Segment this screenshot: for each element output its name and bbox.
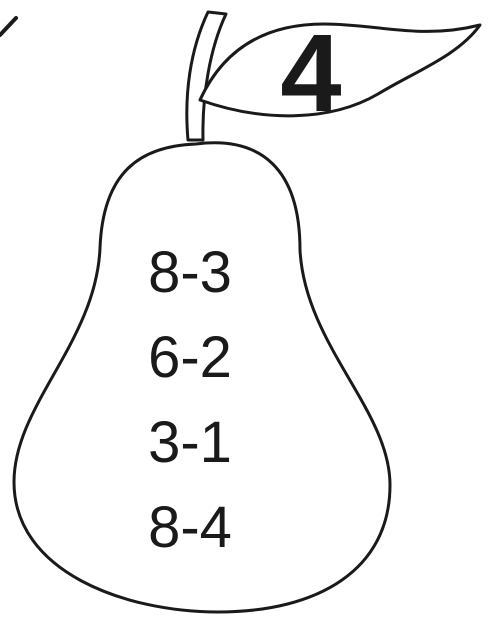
pear-stem bbox=[185, 10, 228, 142]
leaf-number: 4 bbox=[280, 12, 342, 135]
problem-3: 3-1 bbox=[148, 410, 232, 475]
problem-4: 8-4 bbox=[148, 495, 232, 560]
pear-body bbox=[12, 141, 392, 614]
subtraction-problems: 8-3 6-2 3-1 8-4 bbox=[125, 235, 255, 575]
problem-1: 8-3 bbox=[148, 240, 232, 305]
problem-2: 6-2 bbox=[148, 325, 232, 390]
pear-leaf bbox=[198, 22, 482, 118]
corner-stroke bbox=[0, 16, 18, 37]
